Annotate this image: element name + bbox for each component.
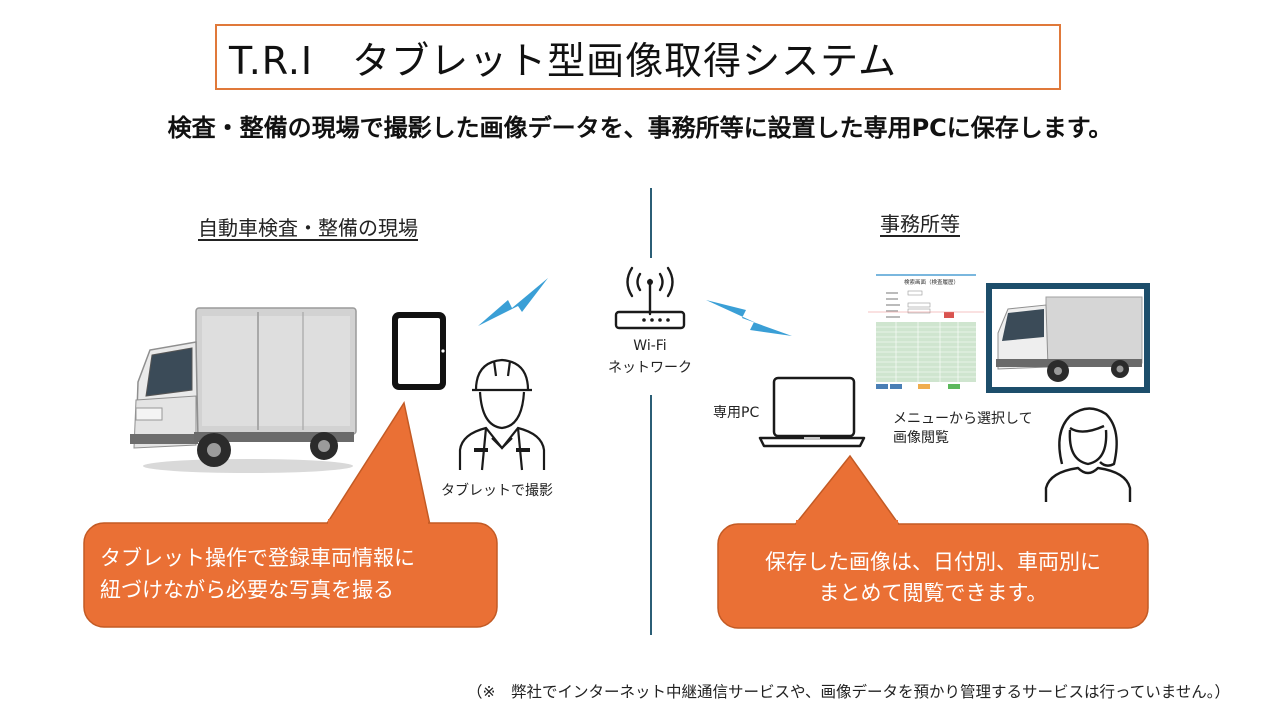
lightning-left-icon <box>478 278 548 326</box>
left-bubble-line1: タブレット操作で登録車両情報に <box>100 546 415 570</box>
right-speech-bubble <box>717 454 1149 629</box>
pc-label: 専用PC <box>713 405 760 421</box>
lightning-right-icon <box>706 300 792 336</box>
left-bubble-line2: 紐づけながら必要な写真を撮る <box>100 578 394 602</box>
router-icon <box>614 266 686 330</box>
laptop-icon <box>758 376 866 448</box>
search-screen-thumbnail: 検索画面（検査履歴） <box>868 272 984 392</box>
right-bubble-line1: 保存した画像は、日付別、車両別に <box>765 550 1101 574</box>
page-subtitle: 検査・整備の現場で撮影した画像データを、事務所等に設置した専用PCに保存します。 <box>167 114 1113 142</box>
divider-bottom <box>650 395 652 635</box>
menu-caption-line2: 画像閲覧 <box>893 430 949 446</box>
left-speech-bubble <box>83 401 498 628</box>
menu-caption-line1: メニューから選択して <box>893 411 1033 427</box>
truck-icon <box>130 307 357 473</box>
footnote: （※ 弊社でインターネット中継通信サービスや、画像データを預かり管理するサービス… <box>466 683 1230 701</box>
screen-title: 検索画面（検査履歴） <box>904 278 959 286</box>
tablet-icon <box>392 312 446 390</box>
woman-icon <box>1044 407 1132 502</box>
section-title-field: 自動車検査・整備の現場 <box>198 216 418 240</box>
wifi-label-line1: Wi-Fi <box>633 338 667 354</box>
worker-icon <box>458 358 546 471</box>
wifi-label-line2: ネットワーク <box>608 360 692 376</box>
divider-top <box>650 188 652 258</box>
page-title: T.R.I タブレット型画像取得システム <box>215 24 1061 90</box>
section-title-office: 事務所等 <box>880 212 960 236</box>
worker-caption: タブレットで撮影 <box>441 483 553 499</box>
right-bubble-line2: まとめて閲覧できます。 <box>818 581 1048 605</box>
truck-photo-icon <box>986 283 1150 393</box>
